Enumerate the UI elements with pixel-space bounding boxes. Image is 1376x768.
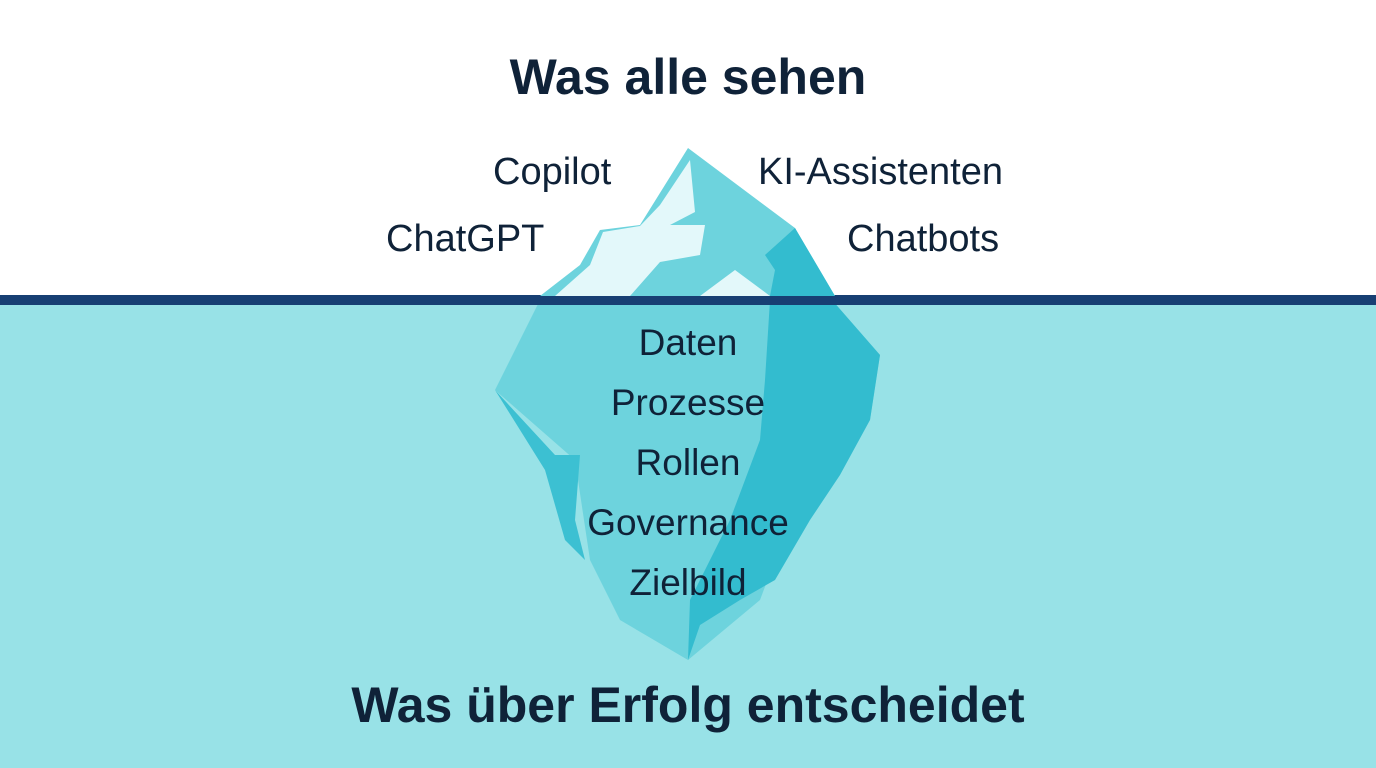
title-above-water: Was alle sehen [509, 49, 867, 105]
label-chatbots: Chatbots [847, 218, 1000, 260]
item-daten: Daten [638, 322, 738, 363]
label-chatgpt: ChatGPT [386, 218, 545, 260]
waterline [0, 295, 1376, 305]
below-water-list: Daten Prozesse Rollen Governance Zielbil… [0, 320, 1376, 620]
label-ki-assistenten: KI-Assistenten [758, 151, 1003, 193]
item-zielbild: Zielbild [629, 562, 747, 603]
title-below-water: Was über Erfolg entscheidet [351, 677, 1025, 733]
item-rollen: Rollen [635, 442, 741, 483]
item-prozesse: Prozesse [610, 382, 766, 423]
iceberg-tip-shape [540, 148, 835, 296]
label-copilot: Copilot [493, 151, 612, 193]
item-governance: Governance [587, 502, 789, 543]
